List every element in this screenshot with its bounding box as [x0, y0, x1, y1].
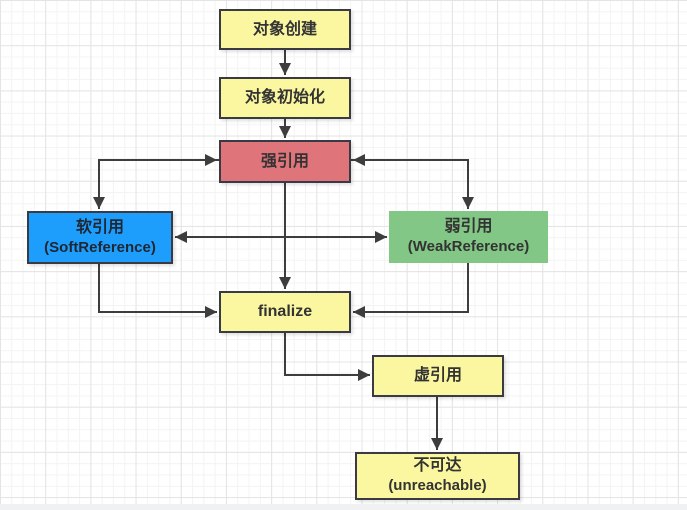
edge-strong-to-weak [351, 159, 474, 209]
node-finalize-label: finalize [257, 303, 313, 320]
node-unreachable[interactable]: 不可达 (unreachable) [355, 452, 520, 500]
node-object-init[interactable]: 对象初始化 [219, 77, 351, 119]
node-soft-ref-sublabel: (SoftReference) [44, 238, 156, 256]
node-object-create[interactable]: 对象创建 [219, 9, 351, 50]
edge-finalize-to-phantom [284, 333, 370, 381]
node-phantom-ref-label: 虚引用 [413, 367, 462, 384]
node-weak-ref-label: 弱引用 [444, 218, 493, 235]
node-soft-ref-label: 软引用 [75, 218, 124, 236]
node-unreachable-label: 不可达 [413, 457, 462, 474]
node-strong-ref[interactable]: 强引用 [219, 140, 351, 183]
node-unreachable-sublabel: (unreachable) [388, 477, 487, 494]
node-weak-ref-sublabel: (WeakReference) [407, 238, 530, 255]
node-object-init-label: 对象初始化 [244, 89, 325, 106]
horizontal-scrollbar[interactable] [0, 504, 687, 510]
node-soft-ref[interactable]: 软引用 (SoftReference) [27, 211, 173, 264]
node-phantom-ref[interactable]: 虚引用 [372, 355, 504, 397]
edge-weak-to-finalize [353, 263, 469, 318]
edge-soft-to-finalize [98, 264, 217, 318]
node-weak-ref[interactable]: 弱引用 (WeakReference) [389, 211, 548, 263]
node-finalize[interactable]: finalize [219, 291, 351, 333]
node-strong-ref-label: 强引用 [260, 152, 309, 170]
node-object-create-label: 对象创建 [252, 20, 317, 38]
edge-strong-to-soft [93, 159, 219, 209]
